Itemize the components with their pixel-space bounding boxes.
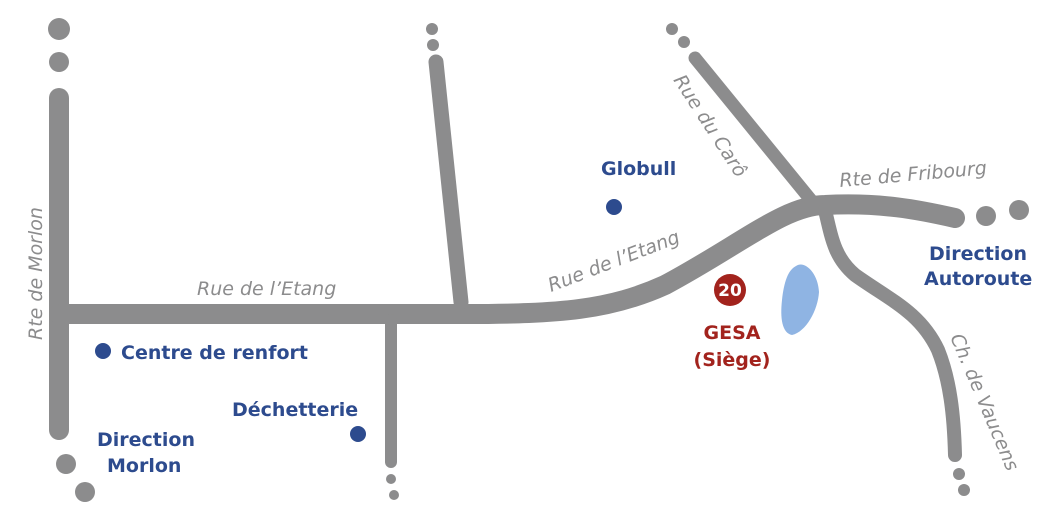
destination-number: 20: [718, 281, 742, 301]
road-dot: [56, 454, 76, 474]
road-dot: [976, 206, 996, 226]
street-label-rue-de-letang: Rue de l’Etang: [197, 278, 336, 300]
road-dot: [1009, 200, 1029, 220]
destination-subtitle: (Siège): [694, 349, 771, 371]
road-rue-du-caro: [688, 51, 822, 212]
road-dot: [666, 23, 678, 35]
poi-globull: Globull: [601, 158, 676, 215]
poi-marker: [95, 343, 111, 359]
direction-label-line1: Direction: [97, 429, 195, 451]
road-ch-de-vaucens: [818, 203, 962, 462]
road-dot: [427, 39, 439, 51]
road-dot: [386, 474, 396, 484]
road-dot: [389, 490, 399, 500]
direction-autoroute: Direction Autoroute: [924, 243, 1032, 290]
road-dot: [75, 482, 95, 502]
roads: [49, 51, 965, 468]
street-label-rue-du-caro: Rue du Carô: [669, 71, 751, 181]
road-end-dots: [48, 18, 1029, 502]
destination-name: GESA: [704, 322, 761, 344]
road-rue-de-letang: [49, 194, 965, 324]
destination-badge: [714, 274, 746, 306]
poi-label-dechetterie: Déchetterie: [232, 399, 358, 421]
street-label-rte-de-fribourg: Rte de Fribourg: [839, 157, 988, 192]
poi-label-globull: Globull: [601, 158, 676, 180]
direction-label-line1: Direction: [929, 243, 1027, 265]
street-label-rte-de-morlon: Rte de Morlon: [25, 207, 47, 340]
direction-morlon: Direction Morlon: [97, 429, 195, 477]
poi-marker: [350, 426, 366, 442]
poi-marker: [606, 199, 622, 215]
road-dot: [678, 36, 690, 48]
destination-gesa: 20 GESA (Siège): [694, 274, 771, 371]
poi-label-centre-de-renfort: Centre de renfort: [121, 342, 308, 364]
road-dot: [426, 23, 438, 35]
poi-dechetterie: Déchetterie: [232, 399, 366, 442]
road-dot: [958, 484, 970, 496]
road-dot: [48, 18, 70, 40]
poi-centre-de-renfort: Centre de renfort: [95, 342, 308, 364]
direction-label-line2: Autoroute: [924, 268, 1032, 290]
road-north-middle: [428, 54, 469, 310]
road-dot: [49, 52, 69, 72]
pond: [781, 264, 819, 335]
road-dot: [953, 468, 965, 480]
direction-label-line2: Morlon: [107, 455, 181, 477]
